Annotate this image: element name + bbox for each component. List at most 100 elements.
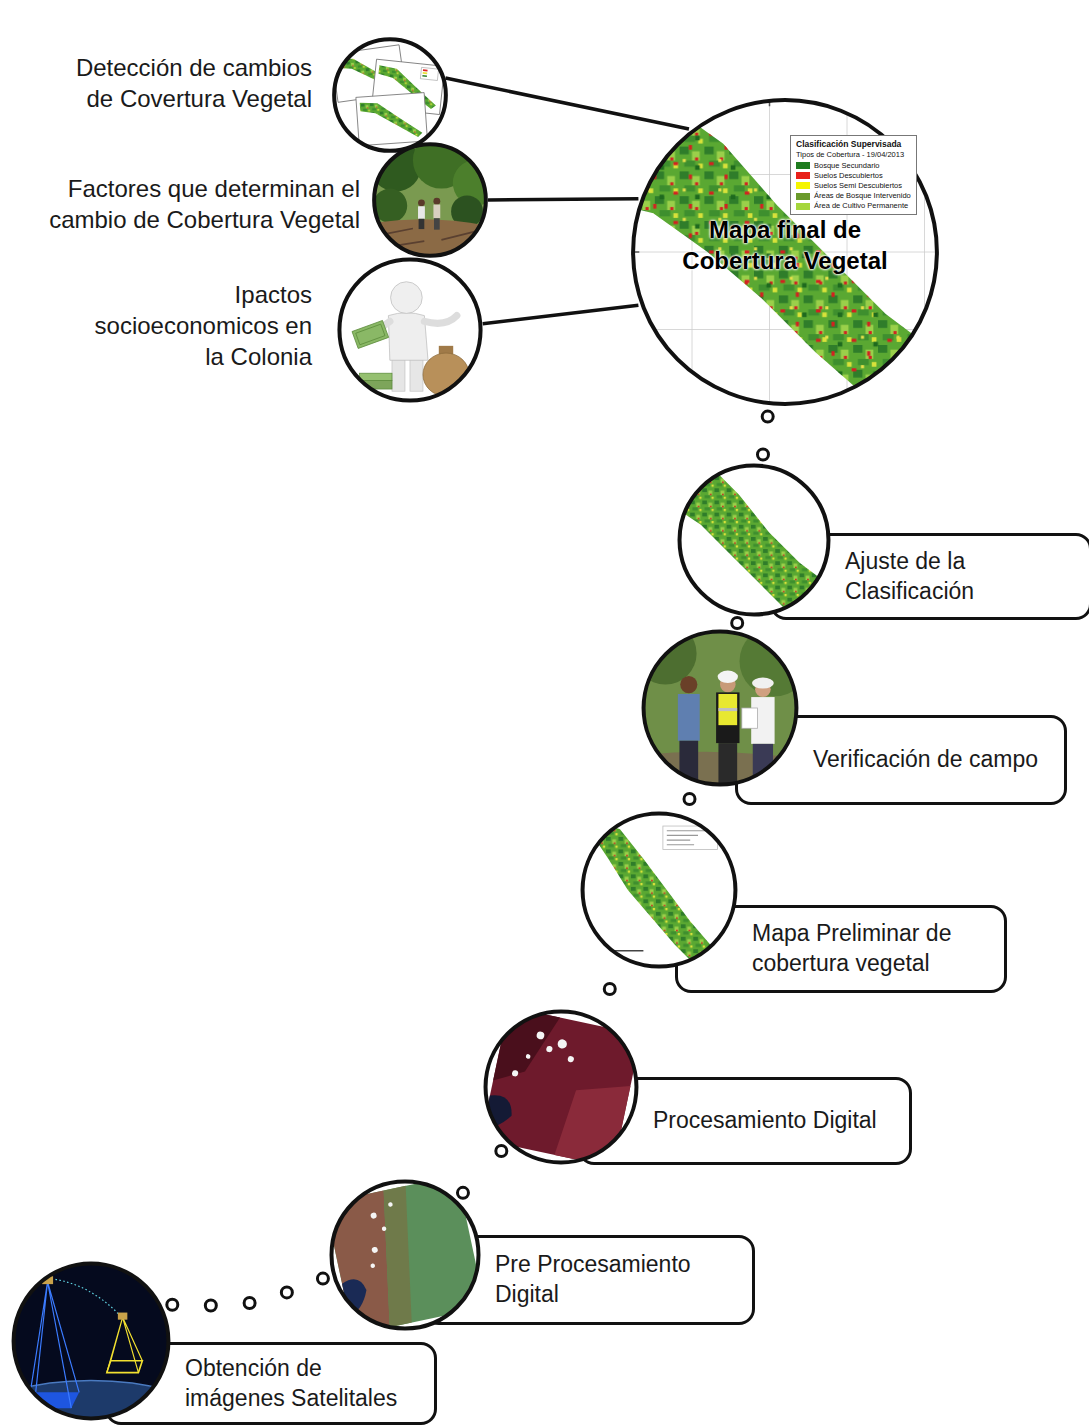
- dot-chain-outline: [735, 616, 739, 631]
- dot-chain-hollow: [463, 1151, 502, 1193]
- step-label: Pre Procesamiento Digital: [495, 1250, 735, 1310]
- figure-leg: [392, 359, 405, 391]
- cloud-speck: [536, 1031, 545, 1040]
- connector-path: [483, 305, 639, 323]
- step-box: Pre Procesamiento Digital: [423, 1235, 755, 1325]
- cloud-speck: [511, 1070, 518, 1077]
- legend-swatch: [796, 193, 810, 200]
- processed-image-illustration: [484, 1010, 638, 1164]
- scene-patch: [362, 1186, 434, 1327]
- dot-chain-outline: [763, 416, 768, 454]
- legend-label: Suelos Descubiertos: [814, 171, 883, 181]
- clipboard: [742, 708, 758, 728]
- connector-path: [488, 199, 638, 200]
- person-legs: [419, 219, 425, 229]
- dot-chain-outline: [463, 1151, 502, 1193]
- circle-frame: [633, 100, 937, 404]
- person-head: [418, 199, 425, 206]
- cloud-speck: [546, 1045, 553, 1052]
- figure-leg: [410, 359, 423, 391]
- final-map-circle: Mapa final de Cobertura VegetalClasifica…: [630, 97, 940, 407]
- field-check-photo: [634, 622, 810, 790]
- blue-beam: [28, 1282, 79, 1408]
- person-head: [433, 198, 440, 205]
- banknote: [352, 320, 389, 348]
- circle-frame: [680, 466, 829, 615]
- preprocessed-image: [325, 1175, 485, 1335]
- legend-row: Suelos Descubiertos: [796, 171, 911, 181]
- dot-chain-outline: [687, 791, 692, 806]
- legend-swatch: [796, 172, 810, 179]
- processed-image: [481, 1007, 642, 1168]
- circle-frame: [374, 144, 486, 256]
- final-map: [622, 97, 948, 430]
- circle-frame: [339, 259, 480, 400]
- step-box: Verificación de campo: [735, 715, 1067, 805]
- picture-ground: [338, 258, 482, 402]
- legend-subtitle: Tipos de Cobertura - 19/04/2013: [796, 150, 911, 160]
- satellite: [118, 1313, 127, 1320]
- circle-frame: [334, 39, 446, 151]
- field-check-illustration: [642, 630, 798, 786]
- connector-line: [488, 199, 638, 200]
- step-label: Mapa Preliminar de cobertura vegetal: [752, 919, 992, 979]
- dotted-connector: [763, 416, 768, 454]
- cloud-speck: [525, 1054, 530, 1059]
- legend-label: Área de Cultivo Permanente: [814, 201, 908, 211]
- banknote-stack: [360, 373, 392, 380]
- step-box: Ajuste de la Clasificación: [770, 533, 1089, 620]
- branches: [384, 229, 475, 246]
- figure-head: [391, 282, 423, 314]
- dot-chain-outline: [172, 1278, 323, 1305]
- mini-legend-lines: [667, 831, 712, 845]
- classification-illustration: [678, 464, 830, 616]
- cap: [752, 678, 774, 689]
- legend-panel: Clasificación SupervisadaTipos de Cobert…: [790, 135, 917, 215]
- mini-legend-swatch: [423, 72, 428, 74]
- dot-chain-hollow: [172, 1278, 323, 1305]
- snow-speck: [370, 1212, 377, 1219]
- satellite-scene: [325, 1175, 485, 1335]
- vest-stripe: [718, 708, 737, 711]
- topic-label-holder: Detección de cambios de Covertura Vegeta…: [62, 52, 312, 114]
- legend-label: Áreas de Bosque Intervenido: [814, 191, 911, 201]
- circle-frame: [332, 1182, 479, 1329]
- picture-ground: [581, 812, 737, 968]
- figure-arm: [424, 316, 456, 324]
- scale-bar: [612, 950, 643, 952]
- picture-ground: [678, 464, 830, 616]
- step-label: Procesamiento Digital: [653, 1106, 893, 1136]
- connector-line: [483, 305, 639, 323]
- map-strip: [678, 464, 830, 616]
- snow-speck: [381, 1226, 386, 1231]
- legend-title: Clasificación Supervisada: [796, 139, 911, 150]
- preliminary-map: [581, 812, 737, 968]
- legend-swatch: [796, 182, 810, 189]
- banknote-border: [356, 324, 385, 345]
- map-grid: [630, 97, 940, 407]
- person-body: [418, 206, 425, 219]
- field-photo: [370, 132, 498, 257]
- legend-row: Bosque Secundario: [796, 161, 911, 171]
- preliminary-map-illustration: [581, 812, 737, 968]
- scene-ground: [481, 1007, 642, 1168]
- connector-path: [445, 78, 688, 129]
- orbit-path: [55, 1279, 118, 1314]
- dotted-connector: [687, 791, 692, 806]
- legend-row: Área de Cultivo Permanente: [796, 201, 911, 211]
- map-strip: [593, 821, 722, 968]
- person-body: [678, 694, 700, 741]
- topic-label: Detección de cambios de Covertura Vegeta…: [62, 52, 312, 114]
- dotted-connector: [172, 1278, 323, 1305]
- connector-line: [445, 78, 688, 129]
- map-title: Mapa final de Cobertura Vegetal: [665, 214, 905, 276]
- topic-label: Factores que determinan el cambio de Cob…: [30, 173, 360, 235]
- dot-chain-hollow: [763, 416, 768, 454]
- person-body: [433, 205, 440, 219]
- mini-legend: [420, 67, 438, 80]
- classification-map: [678, 464, 830, 616]
- change-maps-picture: [331, 38, 447, 152]
- snow-speck: [370, 1263, 375, 1268]
- circle-frame: [486, 1012, 637, 1163]
